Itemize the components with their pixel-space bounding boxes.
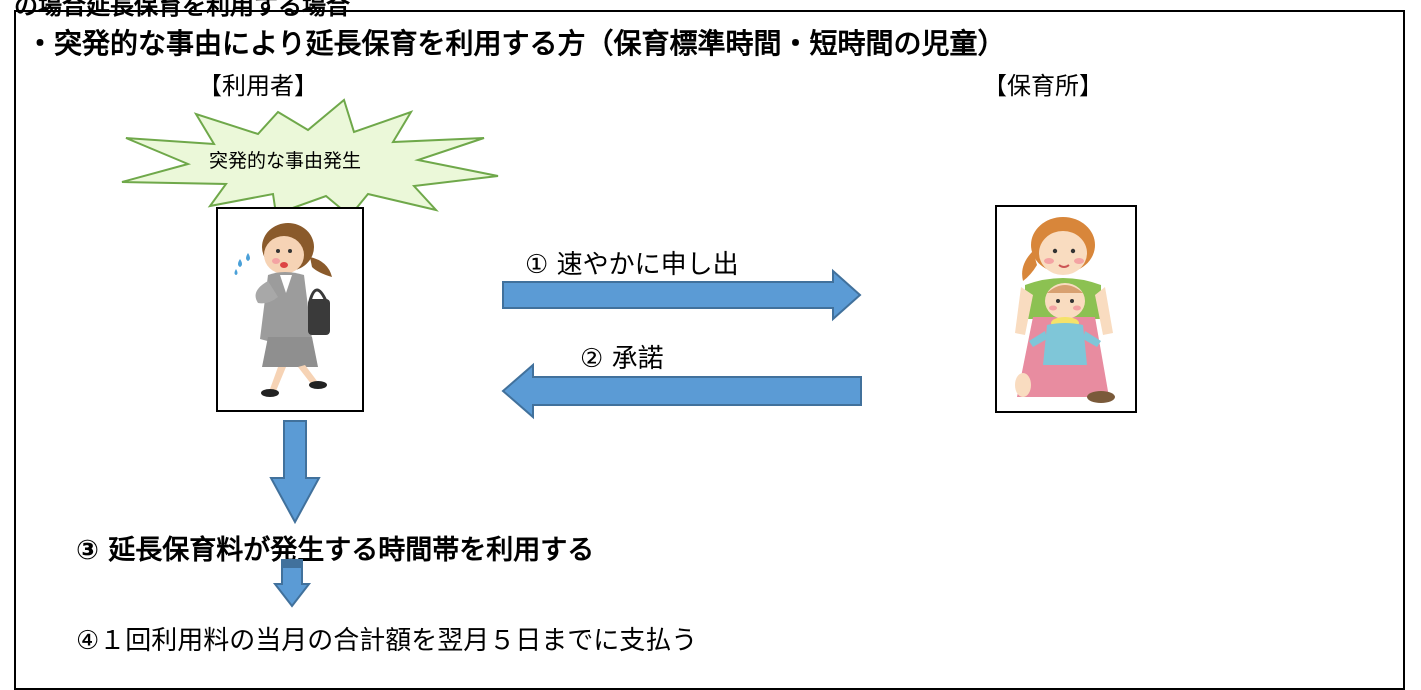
diagram-title: ・突発的な事由により延長保育を利用する方（保育標準時間・短時間の児童）	[26, 27, 1006, 60]
office-worker-illustration	[234, 223, 332, 397]
role-user-label: 【利用者】	[198, 72, 318, 100]
step2-arrow-shape	[501, 362, 862, 420]
step2-arrow	[501, 362, 862, 420]
down-arrow-to-step4-cap	[282, 560, 302, 568]
down-arrow-to-step3	[269, 420, 321, 525]
event-label: 突発的な事由発生	[209, 150, 362, 172]
step1-arrow-shape	[502, 268, 862, 322]
caregiver-baby-illustration	[1015, 217, 1115, 403]
user-picture-box	[216, 207, 364, 412]
step1-arrow	[502, 268, 862, 322]
down-arrow-to-step3-shape	[269, 420, 321, 525]
step4-label: ④１回利用料の当月の合計額を翌月５日までに支払う	[76, 626, 698, 656]
step3-label: ③ 延長保育料が発生する時間帯を利用する	[76, 535, 595, 566]
role-nursery-label: 【保育所】	[983, 72, 1103, 100]
nursery-picture-box	[995, 205, 1137, 413]
step2-label: ② 承諾	[580, 344, 664, 374]
step1-label: ① 速やかに申し出	[525, 250, 739, 280]
down-arrow-to-step4	[272, 559, 312, 608]
